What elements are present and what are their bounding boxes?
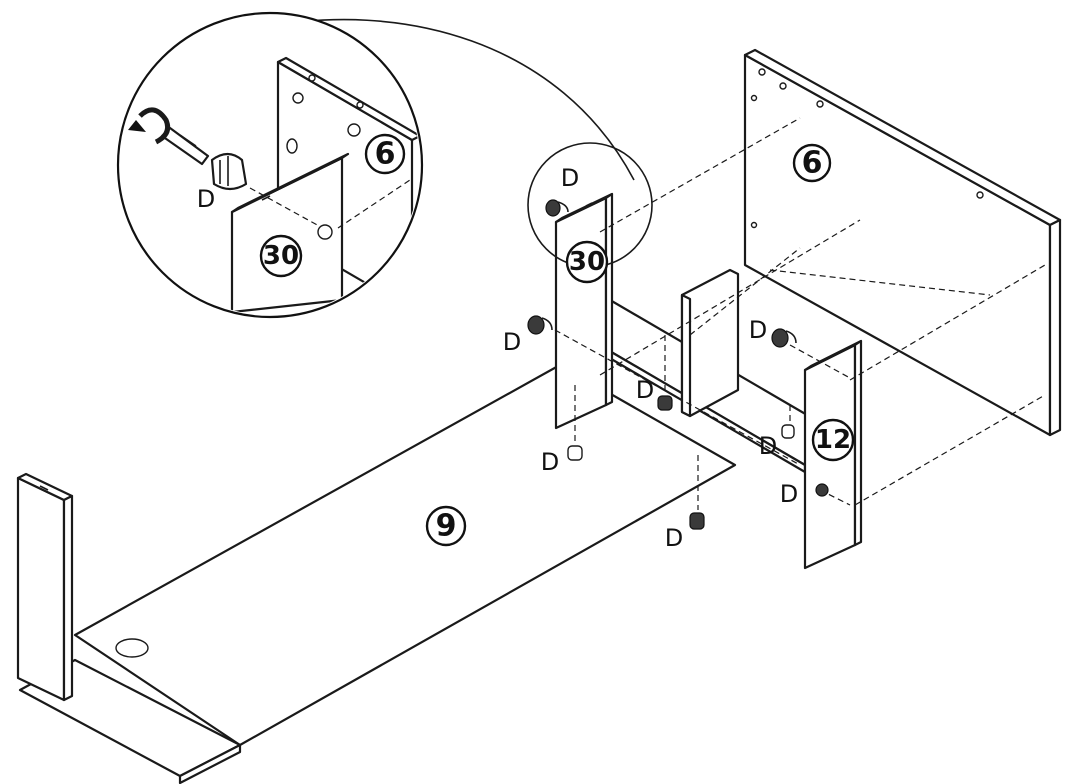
cam-lock-icon bbox=[210, 152, 248, 191]
hardware-label: D bbox=[749, 316, 767, 344]
cam-lock-icon bbox=[771, 328, 797, 348]
cam-lock-icon bbox=[567, 445, 583, 461]
hardware-cam-locks bbox=[527, 199, 829, 530]
hardware-label: D bbox=[541, 448, 559, 476]
part-number: 30 bbox=[263, 241, 299, 271]
back-panel bbox=[743, 48, 1062, 437]
part-label-divider-panel: 12 bbox=[811, 418, 855, 462]
assembly-guides bbox=[554, 117, 1046, 510]
hardware-label: D bbox=[780, 480, 798, 508]
cam-lock-icon bbox=[689, 512, 705, 530]
bottom-panel bbox=[18, 363, 737, 784]
side-panel bbox=[554, 192, 614, 430]
hardware-label: D bbox=[561, 164, 579, 192]
cam-lock-icon bbox=[527, 315, 553, 335]
hardware-label: D bbox=[665, 524, 683, 552]
cam-lock-icon bbox=[815, 483, 829, 497]
part-number: 9 bbox=[436, 509, 457, 544]
part-label-side-panel-detail: 30 bbox=[259, 234, 303, 278]
left-end-panel bbox=[16, 472, 74, 702]
part-label-back-panel: 6 bbox=[792, 143, 832, 183]
hardware-label: D bbox=[197, 185, 215, 213]
cam-lock-icon bbox=[545, 199, 569, 217]
detail-callout bbox=[116, 11, 653, 319]
part-label-side-panel: 30 bbox=[565, 240, 609, 284]
hardware-label: D bbox=[636, 376, 654, 404]
part-number: 6 bbox=[802, 146, 823, 181]
cam-lock-icon bbox=[657, 395, 673, 411]
hardware-labels: D D D D D D D D D bbox=[197, 164, 798, 552]
part-number: 12 bbox=[815, 425, 851, 455]
hardware-label: D bbox=[503, 328, 521, 356]
hardware-label: D bbox=[759, 432, 777, 460]
rotation-arrow-icon bbox=[128, 107, 171, 145]
part-number: 30 bbox=[569, 247, 605, 277]
part-number: 6 bbox=[375, 137, 396, 172]
part-label-back-panel-detail: 6 bbox=[364, 133, 406, 175]
part-label-bottom-panel: 9 bbox=[425, 505, 467, 547]
cam-lock-icon bbox=[781, 424, 795, 439]
